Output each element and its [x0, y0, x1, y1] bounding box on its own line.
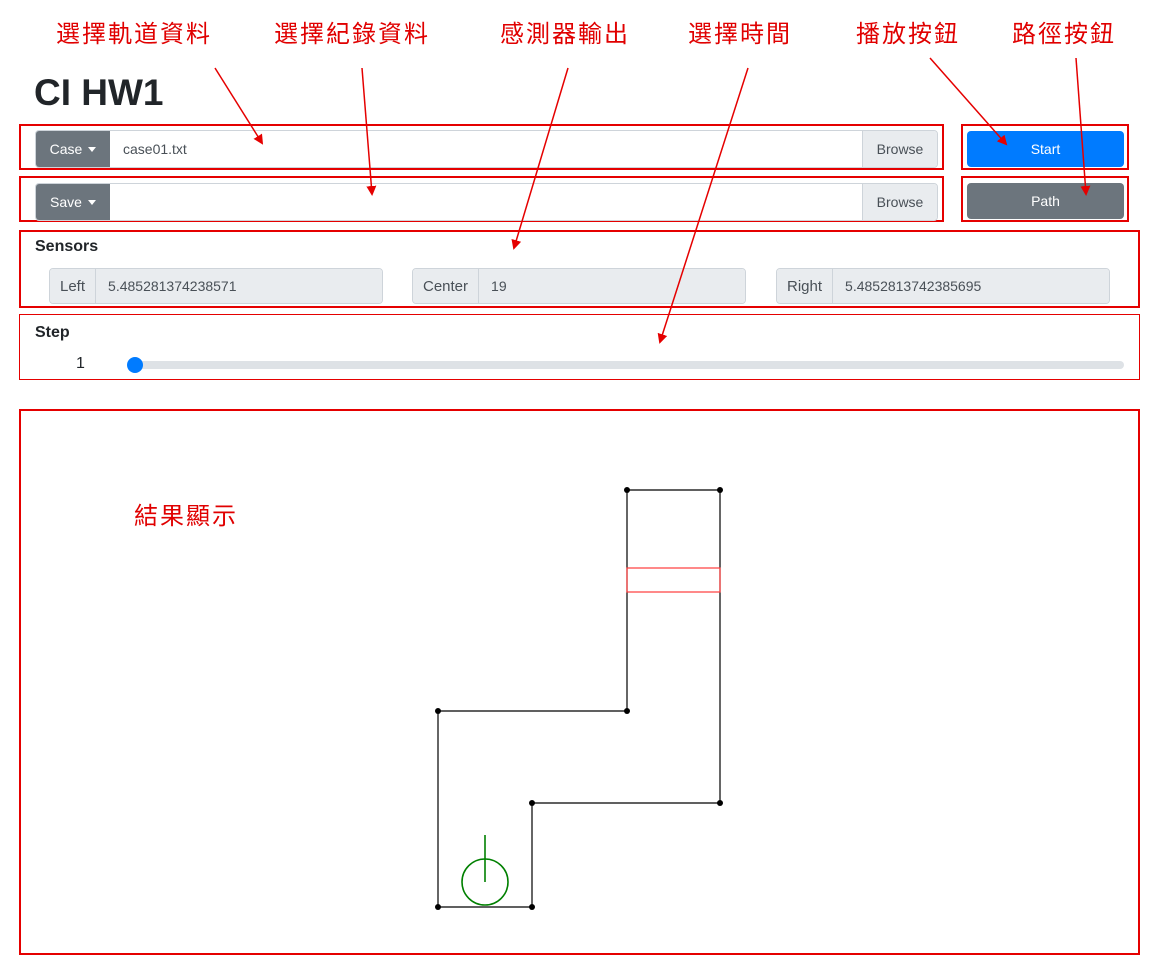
track-outline	[437, 489, 721, 908]
case-file-field[interactable]: case01.txt	[123, 141, 187, 157]
sensor-right-group: Right 5.4852813742385695	[776, 268, 1110, 304]
track-vertex	[435, 708, 441, 714]
path-annotation-box	[961, 176, 1129, 222]
track-vertex	[624, 487, 630, 493]
sensor-right-label: Right	[777, 269, 834, 303]
case-dropdown-label: Case	[49, 141, 83, 157]
case-input-group: Case case01.txt Browse	[35, 130, 938, 168]
sensor-center-label: Center	[413, 269, 480, 303]
caret-down-icon	[87, 199, 96, 205]
annotation-result-display: 結果顯示	[134, 502, 238, 530]
case-dropdown-button[interactable]: Case	[36, 131, 110, 167]
track-vertex	[529, 904, 535, 910]
track-vertex	[529, 800, 535, 806]
page-title: CI HW1	[34, 72, 164, 113]
annotation-select-record: 選擇紀錄資料	[274, 20, 430, 48]
annotation-select-time: 選擇時間	[688, 20, 792, 48]
save-dropdown-button[interactable]: Save	[36, 184, 110, 220]
step-annotation-box	[19, 314, 1140, 380]
sensor-left-label: Left	[50, 269, 97, 303]
save-browse-button[interactable]: Browse	[862, 184, 937, 220]
case-browse-button[interactable]: Browse	[862, 131, 937, 167]
step-slider-thumb[interactable]	[127, 357, 143, 373]
save-input-group: Save Browse	[35, 183, 938, 221]
sensors-heading: Sensors	[35, 238, 99, 255]
track-vertex	[717, 487, 723, 493]
save-annotation-box	[19, 176, 944, 222]
sensor-left-group: Left 5.485281374238571	[49, 268, 383, 304]
save-dropdown-label: Save	[50, 194, 82, 210]
sensor-left-value: 5.485281374238571	[96, 269, 382, 303]
sensors-annotation-box	[19, 230, 1140, 308]
track-walls	[437, 489, 721, 908]
caret-down-icon	[88, 146, 97, 152]
step-heading: Step	[35, 324, 70, 341]
track-vertices	[435, 487, 723, 910]
step-slider[interactable]	[127, 357, 1124, 373]
annotation-sensor-output: 感測器輸出	[500, 20, 630, 48]
annotation-path-button: 路徑按鈕	[1012, 20, 1116, 48]
result-annotation-box	[19, 409, 1140, 955]
step-value: 1	[76, 355, 85, 372]
track-vertex	[717, 800, 723, 806]
case-annotation-box	[19, 124, 944, 170]
sensor-right-value: 5.4852813742385695	[833, 269, 1109, 303]
track-vertex	[435, 904, 441, 910]
track-vertex	[624, 708, 630, 714]
finish-zone	[626, 567, 721, 593]
annotation-play-button: 播放按鈕	[856, 20, 960, 48]
car	[461, 835, 509, 906]
path-button[interactable]: Path	[967, 183, 1124, 219]
start-annotation-box	[961, 124, 1129, 170]
annotation-select-track: 選擇軌道資料	[56, 20, 212, 48]
